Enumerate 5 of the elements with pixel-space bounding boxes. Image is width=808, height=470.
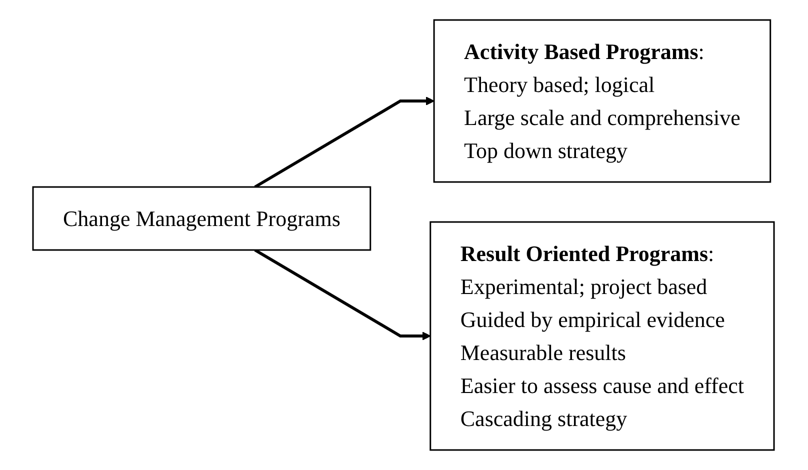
node-box: Change Management Programs: [32, 186, 372, 251]
arrow: [254, 96, 435, 188]
node-box: Result Oriented Programs: Experimental; project based Guided by empirical evidence Measurable results Easier to assess cause and effect Cascading strategy: [430, 221, 776, 451]
node-box: Activity Based Programs: Theory based; logical Large scale and comprehensive Top down strategy: [434, 19, 772, 183]
arrow: [254, 248, 432, 340]
